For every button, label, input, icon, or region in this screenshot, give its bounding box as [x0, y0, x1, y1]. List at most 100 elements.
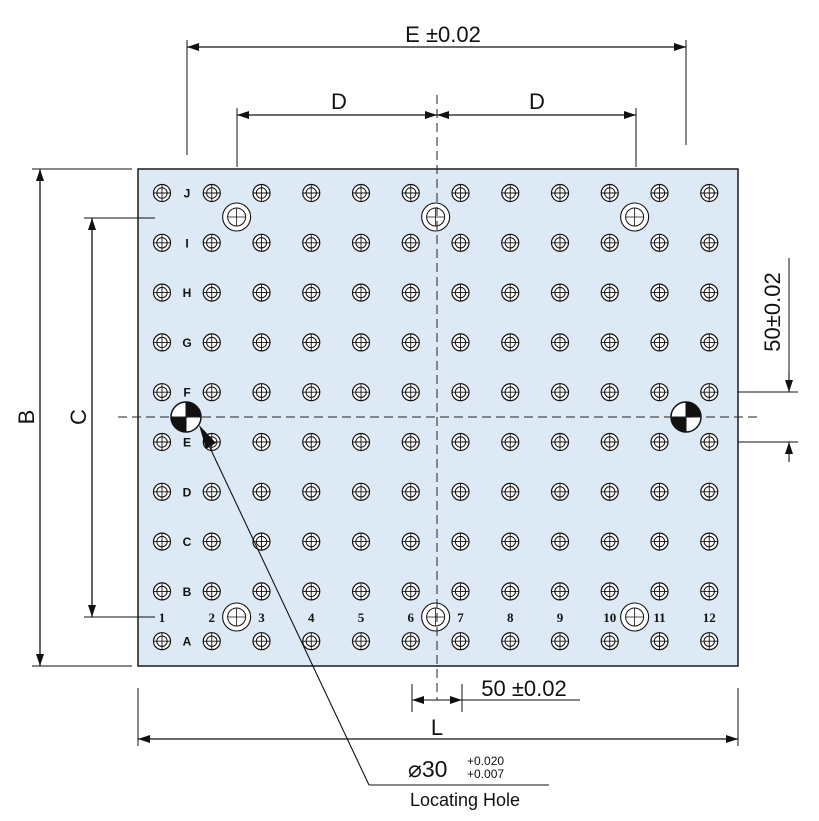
dim-d-left-label: D — [331, 89, 347, 114]
thread-hole-icon — [351, 333, 371, 352]
callout-tol-upper: +0.020 — [467, 754, 504, 768]
thread-hole-icon — [451, 233, 470, 252]
row-label: C — [183, 535, 192, 549]
thread-hole-icon — [451, 432, 470, 452]
thread-hole-icon — [302, 283, 321, 302]
thread-hole-icon — [650, 482, 669, 501]
dim-c-label: C — [66, 409, 91, 425]
bushing-icon — [222, 602, 252, 632]
thread-hole-icon — [700, 582, 719, 601]
thread-hole-icon — [550, 183, 570, 203]
thread-hole-icon — [700, 632, 719, 651]
thread-hole-icon — [550, 283, 570, 302]
column-number: 8 — [507, 610, 514, 625]
thread-hole-icon — [600, 482, 619, 501]
thread-hole-icon — [351, 482, 371, 501]
callout-leader — [202, 432, 370, 786]
thread-hole-icon — [302, 532, 321, 551]
thread-hole-icon — [550, 432, 570, 452]
column-number: 10 — [603, 610, 616, 625]
thread-hole-icon — [401, 482, 420, 501]
thread-hole-icon — [550, 333, 570, 352]
thread-hole-icon — [401, 383, 420, 402]
thread-hole-icon — [501, 482, 520, 501]
thread-hole-icon — [152, 383, 172, 402]
locating-hole-marker-icon — [170, 401, 202, 433]
thread-hole-icon — [451, 333, 470, 352]
fixture-plate — [137, 168, 739, 667]
thread-hole-icon — [550, 482, 570, 501]
thread-hole-icon — [302, 632, 321, 651]
bushing-icon — [222, 202, 252, 232]
column-number: 1 — [159, 610, 166, 625]
thread-hole-icon — [650, 532, 669, 551]
row-label: E — [183, 436, 191, 450]
thread-hole-icon — [202, 333, 221, 352]
thread-hole-icon — [252, 333, 271, 352]
thread-hole-icon — [600, 283, 619, 302]
thread-hole-icon — [401, 333, 420, 352]
thread-hole-icon — [700, 333, 719, 352]
column-number: 9 — [557, 610, 564, 625]
bushing-icon — [421, 202, 451, 232]
thread-hole-icon — [650, 333, 669, 352]
thread-hole-icon — [202, 632, 221, 651]
thread-hole-icon — [351, 632, 371, 651]
thread-hole-icon — [600, 333, 619, 352]
thread-hole-icon — [302, 233, 321, 252]
column-number: 4 — [308, 610, 315, 625]
thread-hole-icon — [451, 482, 470, 501]
thread-hole-icon — [351, 532, 371, 551]
column-number: 12 — [703, 610, 716, 625]
thread-hole-icon — [152, 233, 172, 252]
thread-hole-icon — [451, 283, 470, 302]
dim-pitch-bottom-label: 50 ±0.02 — [481, 676, 566, 701]
thread-hole-icon — [252, 482, 271, 501]
thread-hole-icon — [202, 482, 221, 501]
thread-hole-icon — [202, 532, 221, 551]
row-label: F — [183, 386, 190, 400]
bushing-icon — [421, 602, 451, 632]
thread-hole-icon — [202, 383, 221, 402]
thread-hole-icon — [700, 383, 719, 402]
thread-hole-icon — [252, 632, 271, 651]
thread-hole-icon — [302, 183, 321, 203]
thread-hole-icon — [650, 183, 669, 203]
bushing-icon — [620, 602, 650, 632]
thread-hole-icon — [501, 432, 520, 452]
thread-hole-icon — [700, 532, 719, 551]
thread-hole-icon — [700, 233, 719, 252]
thread-hole-icon — [351, 233, 371, 252]
dim-d-right-label: D — [529, 89, 545, 114]
thread-hole-icon — [600, 632, 619, 651]
thread-hole-icon — [650, 632, 669, 651]
column-number: 11 — [653, 610, 665, 625]
thread-hole-icon — [252, 432, 271, 452]
thread-hole-icon — [252, 532, 271, 551]
thread-hole-icon — [152, 183, 172, 203]
row-label: D — [183, 485, 192, 499]
thread-hole-icon — [700, 183, 719, 203]
dim-l-label: L — [431, 715, 443, 740]
thread-hole-icon — [501, 632, 520, 651]
thread-hole-icon — [550, 233, 570, 252]
thread-hole-icon — [152, 283, 172, 302]
thread-hole-icon — [401, 233, 420, 252]
thread-hole-icon — [351, 183, 371, 203]
thread-hole-icon — [451, 383, 470, 402]
thread-hole-icon — [152, 482, 172, 501]
thread-hole-icon — [252, 233, 271, 252]
thread-hole-icon — [600, 582, 619, 601]
thread-hole-icon — [401, 183, 420, 203]
thread-hole-icon — [451, 532, 470, 551]
thread-hole-icon — [600, 183, 619, 203]
thread-hole-icon — [501, 582, 520, 601]
thread-hole-icon — [252, 183, 271, 203]
thread-hole-icon — [152, 532, 172, 551]
dim-e-label: E ±0.02 — [405, 22, 481, 47]
thread-hole-icon — [451, 183, 470, 203]
thread-hole-icon — [650, 283, 669, 302]
row-label: J — [184, 187, 191, 201]
thread-hole-icon — [202, 233, 221, 252]
